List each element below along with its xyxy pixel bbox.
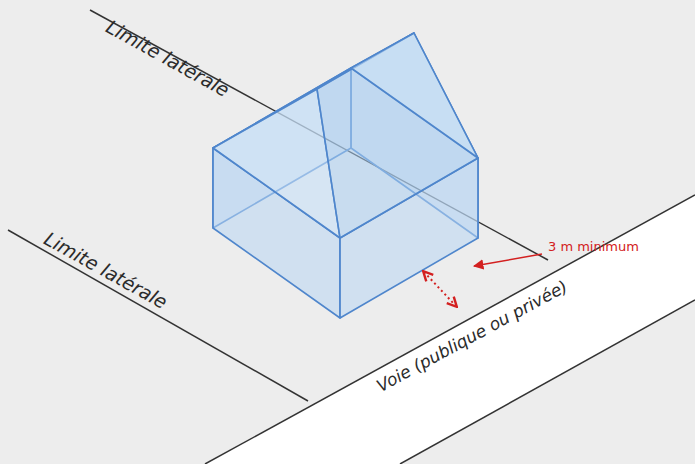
- lateral-limit-line: [90, 10, 548, 260]
- road-edge: [400, 300, 695, 464]
- lateral-limit-label: Limite latérale: [41, 228, 171, 313]
- setback-dimension: [424, 272, 456, 306]
- lateral-limit-label: Limite latérale: [103, 16, 233, 101]
- house: [213, 33, 478, 318]
- leader-arrow: [474, 254, 542, 266]
- dimension-label: 3 m minimum: [548, 240, 639, 254]
